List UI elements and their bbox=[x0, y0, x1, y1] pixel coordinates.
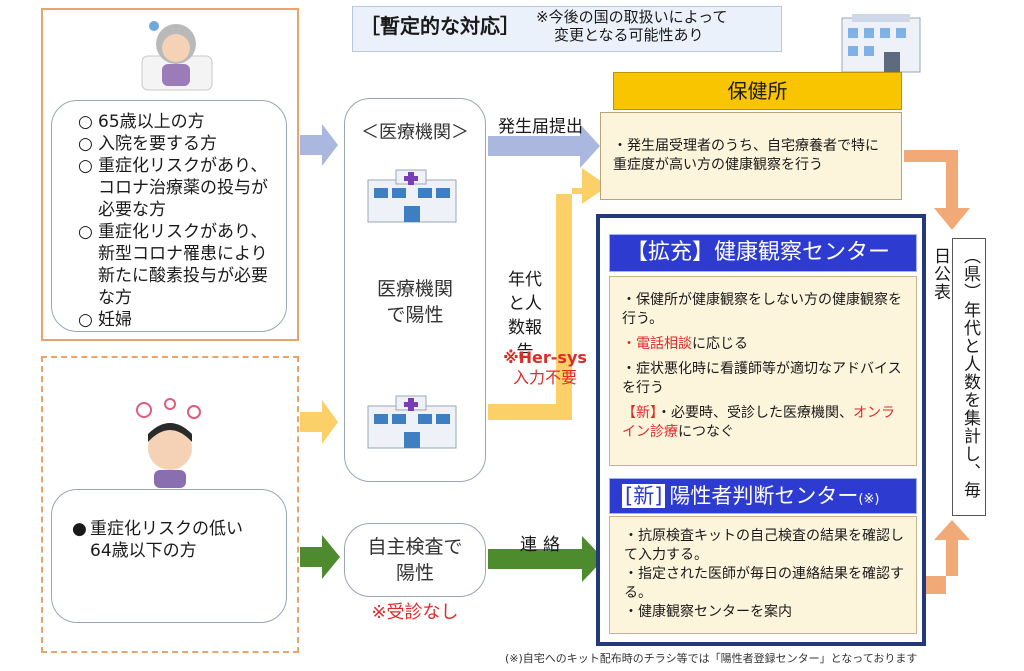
age-report-label: 年代と人数報告 bbox=[508, 270, 542, 362]
low-risk-group-frame bbox=[41, 356, 299, 653]
observation-item-text: ・必要時、受診した医療機関、 bbox=[657, 405, 853, 421]
criteria-item: 妊婦 bbox=[78, 309, 278, 331]
arrow-contact-to-positive-center bbox=[488, 536, 604, 582]
medical-positive-label: 医療機関 で陽性 bbox=[344, 276, 486, 328]
criteria-item: 重症化リスクがあり、コロナ治療薬の投与が必要な方 bbox=[78, 155, 278, 221]
hersys-note-line2: 入力不要 bbox=[512, 368, 577, 387]
arrow-positive-center-to-prefecture bbox=[918, 520, 970, 594]
self-test-line2: 陽性 bbox=[395, 562, 434, 584]
online-consult-highlight: オンライン診療 bbox=[622, 405, 895, 440]
observation-center-body: ・保健所が健康観察をしない方の健康観察を行う。 ・電話相談に応じる ・症状悪化時… bbox=[609, 276, 917, 466]
low-risk-line1: 重症化リスクの低い bbox=[72, 518, 280, 540]
positive-center-note-mark: (※) bbox=[858, 492, 880, 507]
observation-item: ・症状悪化時に看護師等が適切なアドバイスを行う bbox=[622, 361, 902, 396]
low-risk-line2: 64歳以下の方 bbox=[90, 541, 197, 561]
page-title: ［暫定的な対応］ bbox=[360, 14, 520, 38]
contact-label: 連絡 bbox=[520, 535, 566, 555]
medical-positive-line2: で陽性 bbox=[386, 304, 444, 326]
observation-item-text: につなぐ bbox=[678, 424, 734, 440]
arrow-lowrisk-to-medical bbox=[300, 400, 338, 444]
positive-center-new-tag: [新] bbox=[622, 484, 666, 508]
hersys-note: ※Her-sys 入力不要 bbox=[495, 348, 595, 388]
high-risk-criteria-box: 65歳以上の方 入院を要する方 重症化リスクがあり、コロナ治療薬の投与が必要な方… bbox=[51, 100, 287, 332]
header-box bbox=[352, 6, 782, 52]
sick-person-icon bbox=[136, 398, 201, 488]
elderly-patient-icon bbox=[141, 21, 213, 91]
new-tag: 【新】 bbox=[622, 405, 657, 421]
arrow-criteria-to-medical bbox=[300, 124, 338, 166]
observation-center-title: 【拡充】健康観察センター bbox=[609, 234, 917, 272]
hersys-note-line1: ※Her-sys bbox=[503, 348, 587, 367]
self-test-box: 自主検査で 陽性 bbox=[344, 523, 486, 597]
positive-center-body: ・抗原検査キットの自己検査の結果を確認して入力する。 ・指定された医師が毎日の連… bbox=[609, 516, 917, 634]
header-note-line1: ※今後の国の取扱いによって bbox=[536, 8, 728, 26]
health-center-building-icon bbox=[841, 14, 921, 73]
header-note: ※今後の国の取扱いによって 変更となる可能性あり bbox=[536, 8, 727, 44]
health-center-title: 保健所 bbox=[613, 72, 902, 110]
low-risk-box: 重症化リスクの低い 64歳以下の方 bbox=[51, 489, 287, 623]
observation-item: ・電話相談に応じる bbox=[622, 335, 904, 354]
arrow-health-center-to-prefecture bbox=[904, 150, 970, 230]
high-risk-group-frame bbox=[41, 8, 299, 341]
health-center-body: ・発生届受理者のうち、自宅療養者で特に重症度が高い方の健康観察を行う bbox=[600, 112, 902, 200]
header-note-line2: 変更となる可能性あり bbox=[554, 26, 704, 44]
observation-item: 【新】・必要時、受診した医療機関、オンライン診療につなぐ bbox=[622, 404, 904, 442]
report-label: 発生届提出 bbox=[498, 117, 583, 137]
prefecture-publication-box: （県）年代と人数を集計し、毎日公表 bbox=[930, 238, 986, 516]
footnote: (※)自宅へのキット配布時のチラシ等では「陽性者登録センター」となっております bbox=[505, 652, 918, 665]
positive-center-title: [新]陽性者判断センター(※) bbox=[609, 478, 917, 514]
hospital-icon bbox=[367, 169, 457, 223]
positive-center-name: 陽性者判断センター bbox=[669, 484, 859, 508]
observation-item-text: に応じる bbox=[692, 336, 748, 352]
phone-consult-highlight: ・電話相談 bbox=[622, 336, 692, 352]
no-consult-note: ※受診なし bbox=[371, 602, 459, 623]
arrow-age-report-head bbox=[582, 168, 608, 204]
arrow-report-to-health-center bbox=[488, 124, 600, 168]
positive-center-item: ・指定された医師が毎日の連絡結果を確認する。 bbox=[624, 566, 904, 601]
arrow-lowrisk-to-selftest bbox=[300, 535, 340, 579]
criteria-item: 入院を要する方 bbox=[78, 133, 278, 155]
positive-center-item: ・抗原検査キットの自己検査の結果を確認して入力する。 bbox=[624, 528, 904, 563]
medical-positive-line1: 医療機関 bbox=[376, 278, 453, 300]
self-test-line1: 自主検査で bbox=[367, 536, 463, 558]
hospital-icon bbox=[367, 395, 457, 449]
medical-institution-title: ＜医療機関＞ bbox=[361, 122, 469, 143]
criteria-item: 重症化リスクがあり、新型コロナ罹患により新たに酸素投与が必要な方 bbox=[78, 221, 278, 309]
criteria-item: 65歳以上の方 bbox=[78, 111, 278, 133]
criteria-list: 65歳以上の方 入院を要する方 重症化リスクがあり、コロナ治療薬の投与が必要な方… bbox=[78, 111, 278, 331]
positive-center-item: ・健康観察センターを案内 bbox=[624, 604, 792, 620]
observation-item: ・保健所が健康観察をしない方の健康観察を行う。 bbox=[622, 292, 902, 327]
